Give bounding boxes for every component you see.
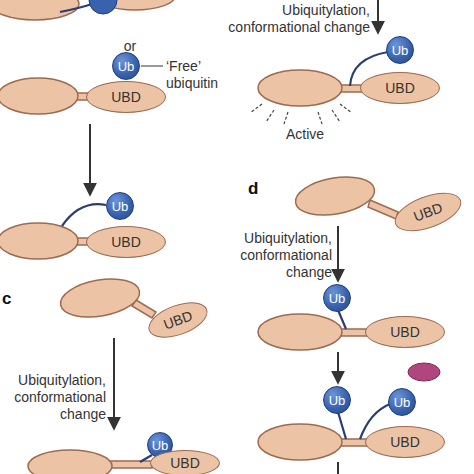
activity-ray [250, 104, 262, 113]
process-arrow [377, 0, 379, 32]
activity-ray [318, 112, 322, 124]
node-text: UBD [411, 199, 444, 224]
node-text: UBD [111, 234, 141, 250]
node-text: Ub [392, 43, 409, 58]
protein-body [28, 450, 112, 474]
panel-letter: c [2, 290, 22, 307]
node-text: UBD [390, 434, 420, 450]
node-text: Ub [329, 393, 346, 408]
ubd-domain: UBD [86, 226, 166, 258]
node-text: Ub [329, 291, 346, 306]
process-label: Ubiquitylation, conformational change [226, 230, 332, 281]
process-arrow [113, 338, 115, 428]
linker [368, 200, 398, 219]
ubd-domain: UBD [365, 426, 445, 458]
node-text: Ub [394, 395, 411, 410]
process-arrow [89, 124, 91, 194]
binding-partner [408, 363, 440, 381]
ubiquitin-circle: Ub [323, 386, 351, 414]
ubiquitin-circle: Ub [388, 388, 416, 416]
activity-ray [332, 110, 340, 122]
ubd-domain: UBD [390, 185, 467, 239]
node-text: UBD [170, 455, 200, 471]
state-label: Active [270, 126, 340, 143]
conjunction: or [112, 38, 148, 55]
callout-label: ‘Free’ ubiquitin [166, 58, 240, 92]
node-text: UBD [390, 324, 420, 340]
leader-line [141, 66, 163, 67]
activity-ray [340, 104, 352, 113]
ubiquitin-circle [89, 0, 117, 14]
protein-body [258, 314, 342, 350]
process-label: Ubiquitylation, conformational change [0, 372, 106, 423]
ubiquitin-circle: Ub [386, 36, 414, 64]
ubd-domain: UBD [365, 316, 445, 348]
ubiquitin-stalk [62, 204, 106, 226]
ubiquitin-circle: Ub [112, 52, 140, 80]
node-text: Ub [118, 59, 135, 74]
ubd-domain: UBD [360, 72, 440, 104]
process-arrow [337, 352, 339, 382]
linker [106, 461, 152, 468]
node-text: Ub [152, 438, 169, 453]
process-label: Ubiquitylation, conformational change [210, 2, 370, 36]
activity-ray [284, 112, 288, 124]
panel-letter: d [248, 180, 268, 197]
protein-body [258, 424, 342, 460]
node-text: UBD [161, 307, 194, 332]
ubiquitin-circle: Ub [323, 284, 351, 312]
ubd-domain: UBD [86, 81, 166, 113]
node-text: UBD [385, 80, 415, 96]
protein-body [57, 273, 142, 322]
ubiquitin-stalk [338, 310, 346, 329]
ubiquitin-stalk [338, 412, 346, 439]
protein-body [0, 78, 78, 114]
process-arrow [337, 462, 339, 474]
protein-body [292, 171, 377, 220]
node-text: UBD [111, 89, 141, 105]
linker [132, 300, 156, 318]
activity-ray [266, 110, 274, 122]
ubd-domain: UBD [150, 450, 220, 474]
node-text: Ub [112, 199, 129, 214]
ubiquitin-circle: Ub [106, 192, 134, 220]
protein-body [0, 223, 78, 259]
ubiquitin-stalk [60, 4, 92, 12]
process-arrow [337, 226, 339, 280]
protein-body [258, 70, 342, 106]
ubd-domain: UBD [144, 295, 213, 344]
